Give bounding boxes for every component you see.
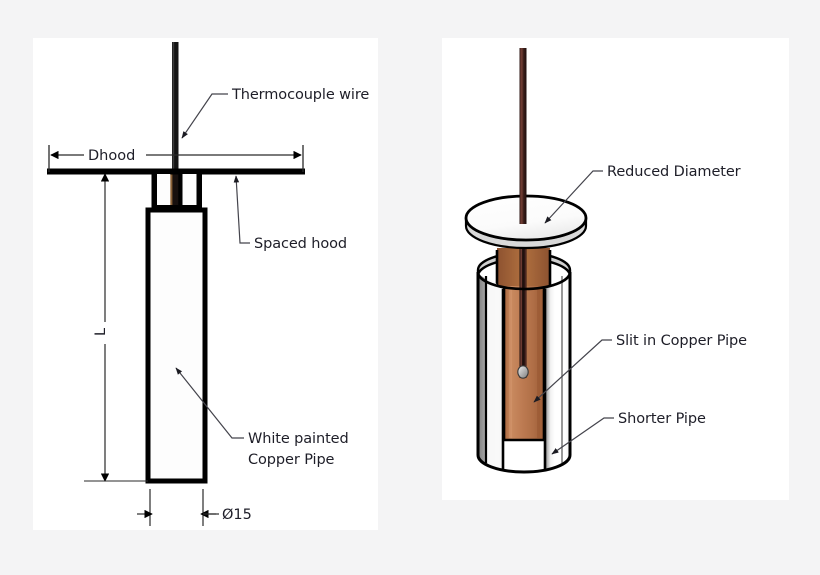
label-white-painted-copper-pipe-line1: White painted — [248, 431, 349, 447]
slit-in-copper-pipe-graphic — [517, 248, 529, 379]
label-thermocouple-wire: Thermocouple wire — [231, 87, 369, 103]
thermocouple-bead — [517, 365, 529, 379]
label-white-painted-copper-pipe-line2: Copper Pipe — [248, 452, 335, 468]
hood-skirt-right — [196, 174, 202, 210]
hood-plate — [47, 168, 305, 175]
leader-white-painted-copper-pipe: White painted Copper Pipe — [175, 367, 349, 468]
outer-pipe-graphic — [476, 271, 572, 474]
leader-shorter-pipe: Shorter Pipe — [551, 411, 706, 455]
wire-stem — [519, 48, 527, 224]
dimension-dhood: Dhood — [48, 145, 304, 172]
left-panel: Dhood L Ø15 — [33, 38, 378, 530]
label-shorter-pipe: Shorter Pipe — [618, 411, 706, 427]
hood-skirt-left — [151, 174, 157, 210]
dimension-label-dhood: Dhood — [88, 148, 135, 164]
outer-pipe-right-wall — [545, 274, 570, 470]
outer-pipe-outline — [476, 272, 572, 474]
leader-thermocouple-wire: Thermocouple wire — [181, 87, 369, 139]
dimension-length-l: L — [84, 173, 148, 482]
hood-inner-wall — [178, 174, 183, 210]
label-reduced-diameter: Reduced Diameter — [607, 164, 741, 180]
dimension-label-length: L — [93, 328, 109, 336]
label-spaced-hood: Spaced hood — [254, 236, 347, 252]
dimension-diameter-15: Ø15 — [137, 489, 252, 526]
dimension-label-diameter: Ø15 — [222, 507, 252, 523]
thermocouple-wire-graphic — [170, 42, 179, 209]
thermocouple-wire-3d — [519, 48, 527, 224]
leader-reduced-diameter: Reduced Diameter — [544, 164, 741, 224]
outer-pipe-front-rim — [476, 271, 572, 291]
pipe-body — [145, 207, 208, 484]
leader-spaced-hood: Spaced hood — [233, 175, 347, 252]
label-slit-in-copper-pipe: Slit in Copper Pipe — [616, 333, 747, 349]
slit-channel — [519, 248, 527, 378]
white-painted-copper-pipe-graphic — [145, 207, 208, 484]
right-panel: Reduced Diameter Slit in Copper Pipe Sho… — [442, 38, 789, 500]
leader-slit-in-copper-pipe: Slit in Copper Pipe — [533, 333, 747, 403]
